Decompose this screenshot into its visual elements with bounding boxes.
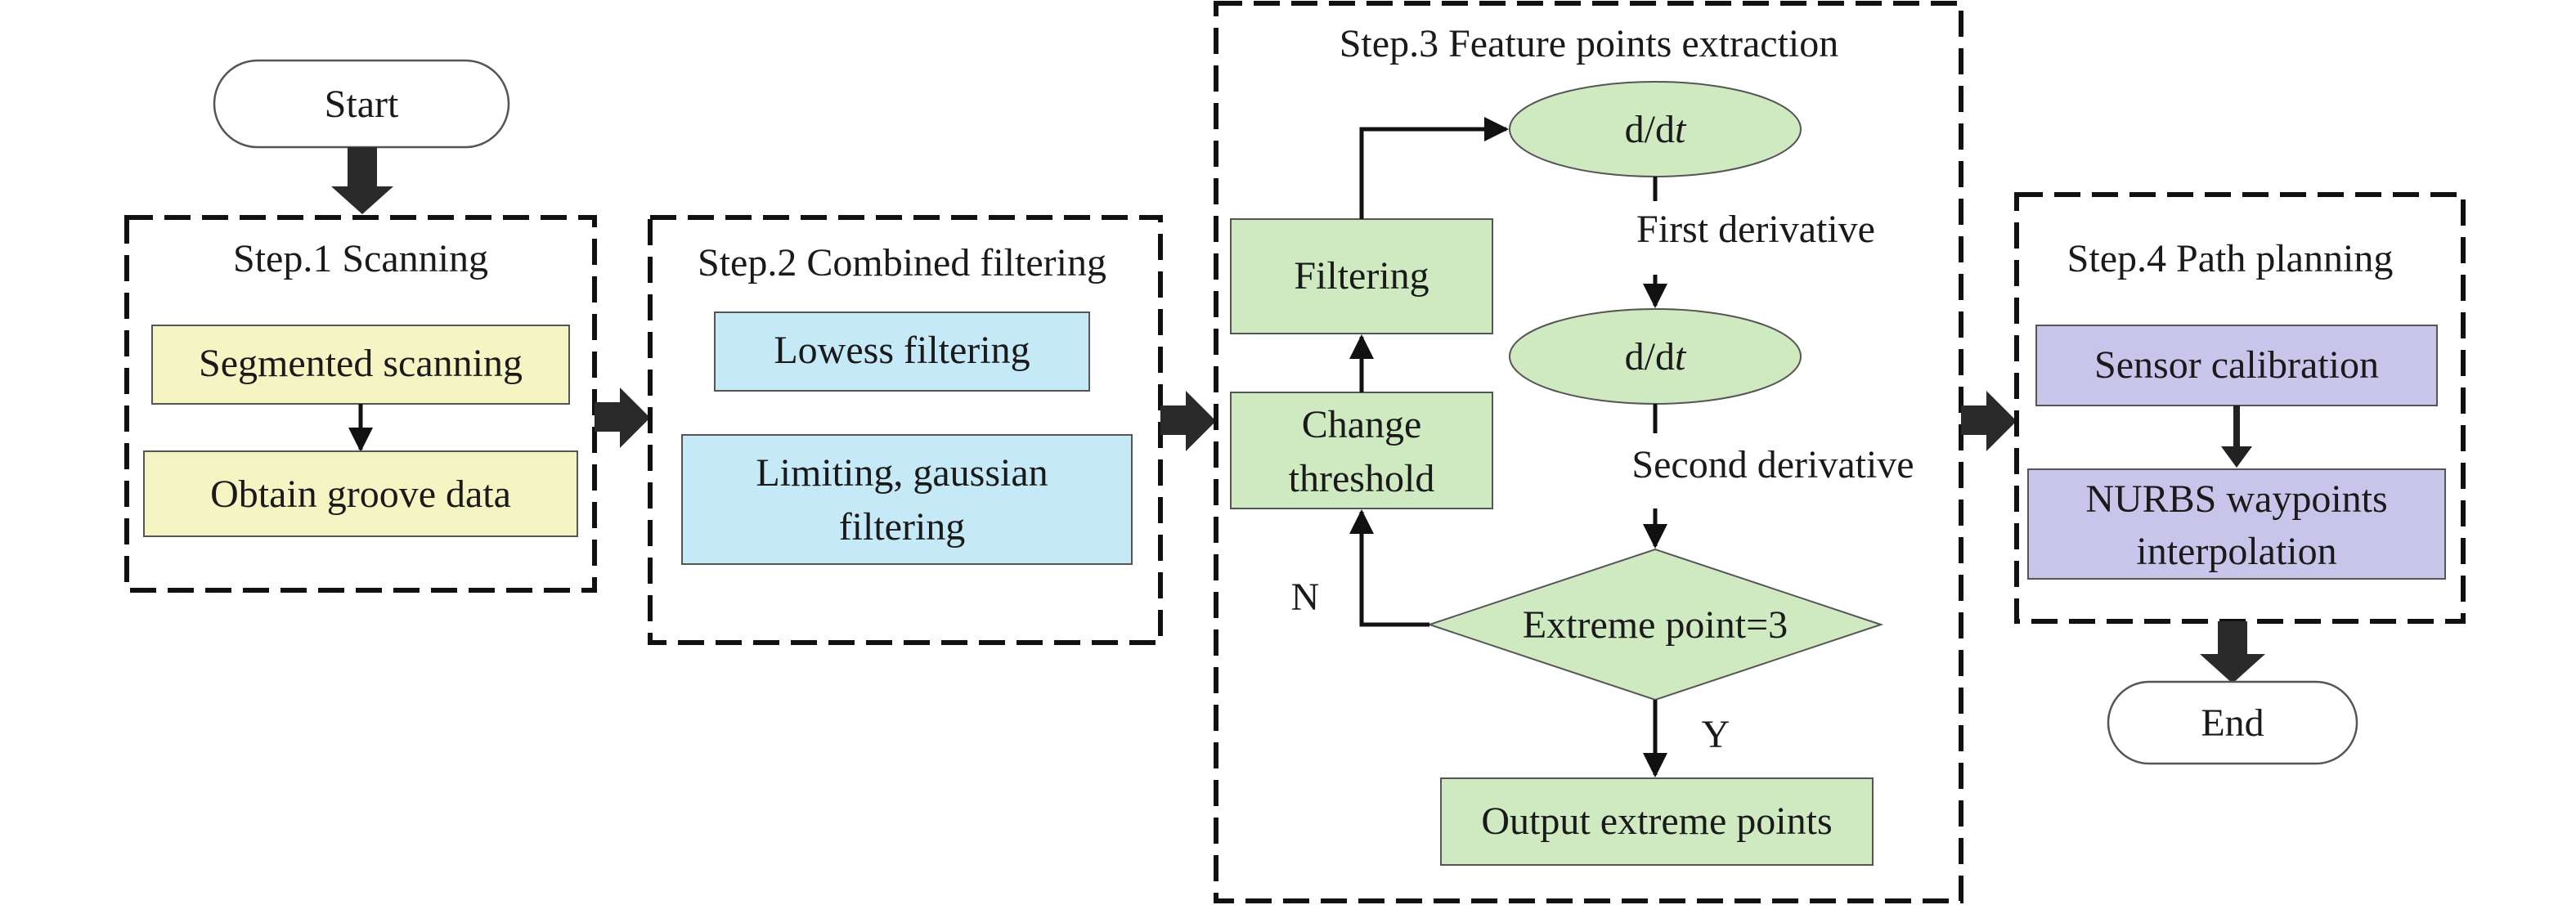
filtering-label: Filtering [1294, 254, 1429, 298]
obtain-groove-data-label: Obtain groove data [210, 473, 511, 516]
yes-label: Y [1702, 713, 1730, 756]
filtering-to-deriv1-arrow [1359, 117, 1509, 219]
svg-text:d/dt: d/dt [1625, 335, 1687, 379]
second-derivative-label: Second derivative [1631, 443, 1914, 486]
step4-group: Step.4 Path planning Sensor calibration … [2014, 192, 2466, 624]
start-label: Start [325, 83, 399, 126]
step2-title: Step.2 Combined filtering [698, 241, 1106, 284]
sensor-calibration-box: Sensor calibration [2035, 325, 2438, 406]
end-label: End [2201, 701, 2264, 745]
segmented-scanning-box: Segmented scanning [151, 325, 570, 405]
limiting-gaussian-label-line2: filtering [839, 505, 966, 549]
output-extreme-points-box: Output extreme points [1440, 777, 1874, 866]
start-node: Start [213, 59, 510, 149]
no-label: N [1291, 576, 1320, 619]
lowess-filtering-box: Lowess filtering [714, 311, 1090, 392]
no-branch-arrow [1349, 509, 1429, 627]
change-label-line2: threshold [1289, 457, 1435, 500]
deriv2-var: t [1675, 335, 1687, 379]
step1-title: Step.1 Scanning [233, 237, 488, 280]
step4-title: Step.4 Path planning [2067, 237, 2394, 280]
first-derivative-node: d/dt [1509, 81, 1802, 177]
step3-title: Step.3 Feature points extraction [1340, 22, 1839, 65]
deriv1-prefix: d/d [1625, 108, 1675, 151]
limiting-gaussian-filtering-box: Limiting, gaussian filtering [681, 434, 1133, 565]
decision-label: Extreme point=3 [1523, 603, 1788, 647]
step1-group: Step.1 Scanning Segmented scanning Obtai… [124, 215, 597, 593]
filtering-box: Filtering [1230, 218, 1493, 334]
first-derivative-label: First derivative [1636, 208, 1875, 251]
nurbs-label-line2: interpolation [2136, 530, 2336, 573]
change-threshold-box: Change threshold [1230, 392, 1493, 509]
step3-to-step4-arrow [1961, 391, 2017, 451]
step2-group: Step.2 Combined filtering Lowess filteri… [648, 215, 1163, 645]
second-derivative-node: d/dt [1509, 308, 1802, 405]
deriv1-var: t [1675, 108, 1687, 151]
nurbs-label-line1: NURBS waypoints [2085, 477, 2387, 521]
step3-group: Step.3 Feature points extraction Filteri… [1214, 1, 1963, 903]
step1-to-step2-arrow [595, 388, 650, 448]
svg-text:d/dt: d/dt [1625, 108, 1687, 151]
end-node: End [2107, 680, 2358, 765]
nurbs-interpolation-box: NURBS waypoints interpolation [2027, 468, 2446, 580]
lowess-filtering-label: Lowess filtering [774, 329, 1030, 372]
change-label-line1: Change [1302, 403, 1422, 446]
segmented-scanning-label: Segmented scanning [199, 342, 523, 385]
sensor-calibration-label: Sensor calibration [2094, 343, 2379, 387]
step4-inner-arrow [2221, 405, 2252, 468]
deriv2-prefix: d/d [1625, 335, 1675, 379]
limiting-gaussian-label-line1: Limiting, gaussian [756, 451, 1048, 495]
output-label: Output extreme points [1481, 800, 1832, 843]
obtain-groove-data-box: Obtain groove data [143, 450, 578, 537]
step4-to-end-arrow [2200, 621, 2265, 683]
extreme-point-decision: Extreme point=3 [1426, 548, 1884, 701]
step2-to-step3-arrow [1160, 391, 1216, 451]
start-to-step1-arrow [331, 147, 393, 214]
